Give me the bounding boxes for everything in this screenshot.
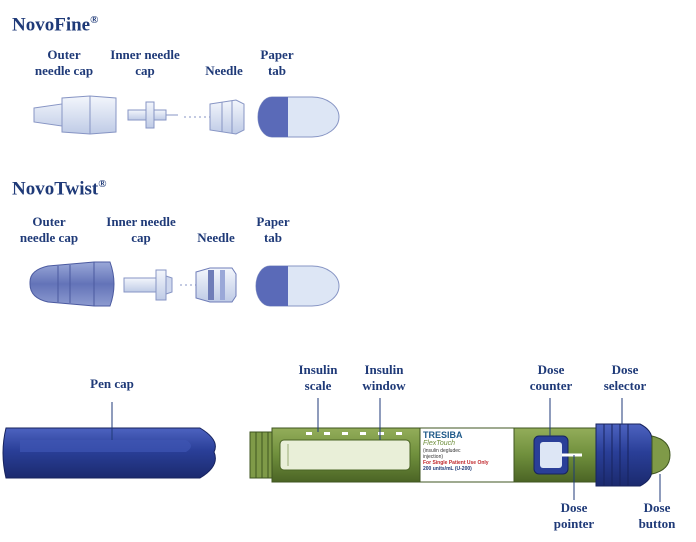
novotwist-paper-tab-label: Paper tab — [256, 214, 290, 245]
pen-cap-label: Pen cap — [90, 376, 134, 391]
novotwist-inner-cap — [123, 269, 173, 301]
novofine-title: NovoFine — [12, 14, 91, 36]
novofine-needle — [184, 99, 245, 135]
novotwist-reg-mark: ® — [98, 178, 107, 190]
novotwist-outer-cap-label: Outer needle cap — [19, 214, 79, 245]
novotwist-needle-label: Needle — [197, 230, 235, 245]
novotwist-needle — [180, 267, 237, 303]
novofine-parts — [33, 95, 340, 138]
novofine-heading: NovoFine® — [12, 14, 98, 36]
novofine-paper-tab — [257, 96, 340, 138]
label-route: injection) — [423, 454, 444, 460]
novotwist-inner-cap-label: Inner needle cap — [106, 214, 176, 245]
pen-cap — [2, 402, 216, 479]
novofine-inner-cap-label: Inner needle cap — [110, 47, 180, 78]
label-brand: TRESIBA — [423, 430, 463, 440]
novofine-outer-cap-label: Outer needle cap — [34, 47, 94, 78]
novofine-needle-label: Needle — [205, 63, 243, 78]
insulin-scale-marks — [306, 432, 402, 435]
label-strength: 200 units/mL (U-200) — [423, 466, 472, 472]
label-drug: (insulin degludec — [423, 448, 461, 454]
novotwist-title: NovoTwist — [12, 178, 99, 200]
novotwist-parts — [29, 261, 340, 307]
pen-body — [249, 423, 671, 487]
label-device: FlexTouch — [423, 440, 456, 447]
insulin-scale-label: Insulin scale — [298, 362, 338, 393]
novotwist-outer-cap — [29, 261, 115, 307]
label-warning: For Single Patient Use Only — [423, 460, 489, 466]
novotwist-paper-tab — [255, 265, 340, 307]
dose-selector-label: Dose selector — [603, 362, 647, 393]
novofine-paper-tab-label: Paper tab — [260, 47, 294, 78]
novofine-inner-cap — [127, 101, 178, 129]
novofine-reg-mark: ® — [90, 14, 99, 26]
leader-lines — [317, 398, 661, 502]
dose-button-label: Dose button — [638, 500, 676, 531]
pen-product-label: TRESIBA FlexTouch (insulin degludec inje… — [423, 430, 513, 480]
novotwist-heading: NovoTwist® — [12, 178, 106, 200]
insulin-window-label: Insulin window — [362, 362, 406, 393]
novofine-outer-cap — [33, 95, 117, 135]
dose-pointer-label: Dose pointer — [553, 500, 595, 531]
dose-counter-label: Dose counter — [529, 362, 573, 393]
